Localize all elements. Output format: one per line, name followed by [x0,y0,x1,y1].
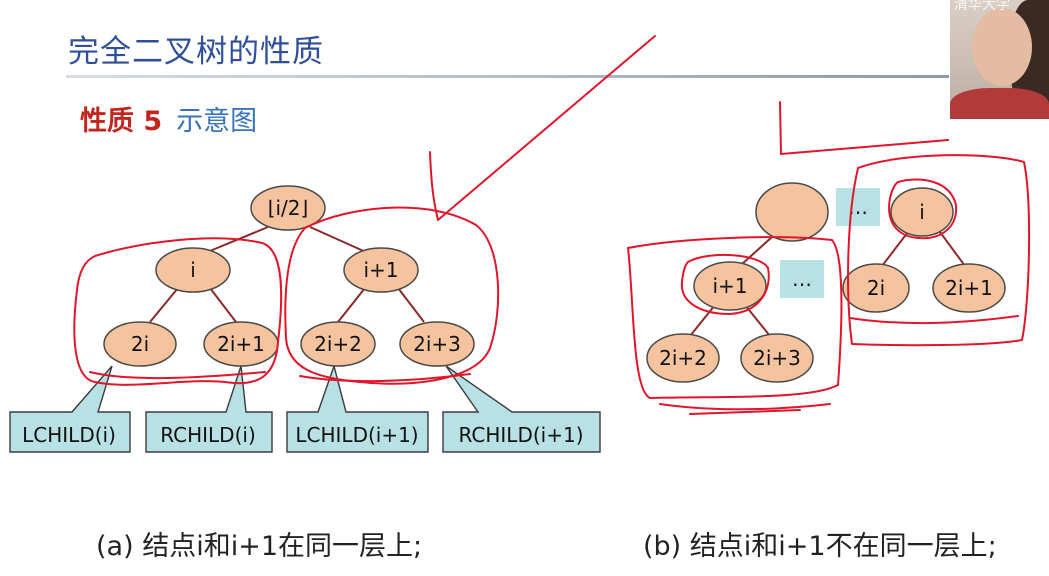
ellipsis-mid-label: … [792,267,812,291]
node-a-2i-label: 2i [131,332,149,356]
webcam-overlay: 清华大学 [950,0,1049,119]
node-b-2i-label: 2i [867,276,885,300]
edge-a-i1-2i2 [337,287,366,323]
node-a-2i1: 2i+1 [203,321,279,367]
node-b-i1: i+1 [693,261,767,311]
node-b-2i: 2i [842,263,910,313]
property-label: 性质 5 [80,106,163,137]
callout-lchild-i: LCHILD(i) [9,365,131,453]
ink-underline-right [299,373,471,383]
edge-b-i-2i [881,231,909,267]
node-a-2i2: 2i+2 [300,321,376,367]
caption-a: (a) 结点i和i+1在同一层上; [96,531,423,562]
callout-rchild-i1: RCHILD(i+1) [442,365,601,453]
node-a-2i: 2i [103,321,177,367]
node-b-2i1-label: 2i+1 [945,276,993,300]
handwritten-annotations [73,35,1031,415]
node-a-2i3-label: 2i+3 [413,332,461,356]
node-b-2i3: 2i+3 [740,333,814,383]
edge-a-i1-2i3 [397,287,425,323]
ink-circle-b-i1 [680,253,770,315]
webcam-face [972,8,1032,86]
title-divider [66,75,949,78]
node-b-2i2-label: 2i+2 [659,346,707,370]
ink-scribble-b-bottom [659,403,831,415]
node-a-2i2-label: 2i+2 [314,332,362,356]
callout-rchild-i1-label: RCHILD(i+1) [459,423,584,447]
callout-lchild-i1-label: LCHILD(i+1) [295,423,418,447]
ink-underline-b-right [849,315,1019,325]
ink-circle-right-subtree [284,206,500,385]
node-b-i1-label: i+1 [712,274,747,298]
node-b-2i2: 2i+2 [646,333,720,383]
node-a-i1-label: i+1 [363,258,398,282]
ink-bracket-top [779,101,949,155]
node-b-2i1: 2i+1 [932,263,1006,313]
edge-b-i-2i1 [939,231,966,267]
node-b-i-label: i [919,200,925,224]
ink-circle-b-i [888,178,958,240]
ink-circle-left-subtree [73,237,283,386]
callout-rchild-i: RCHILD(i) [145,365,273,453]
node-b-blank [755,182,829,242]
edge-a-i-2i1 [209,287,237,323]
node-a-i: i [155,247,231,293]
callout-rchild-i-label: RCHILD(i) [160,423,256,447]
node-a-2i1-label: 2i+1 [217,332,265,356]
ink-circle-b-left [627,236,843,399]
callout-lchild-i1: LCHILD(i+1) [286,363,429,453]
node-a-2i3: 2i+3 [399,321,475,367]
edge-a-root-i1 [309,226,369,254]
node-b-i: i [890,187,954,237]
edge-b-i1-2i2 [689,304,716,337]
slide-subtitle: 性质 5 示意图 [80,99,257,138]
property-desc: 示意图 [176,106,258,137]
ink-tick-mark [429,35,656,221]
node-b-2i3-label: 2i+3 [753,346,801,370]
caption-b: (b) 结点i和i+1不在同一层上; [643,531,997,562]
node-a-i-label: i [190,258,196,282]
node-a-i1: i+1 [343,247,419,293]
node-a-root: ⌊i/2⌋ [250,185,326,231]
diagram-b-edges [689,231,966,337]
slide-title: 完全二叉树的性质 [68,34,324,70]
webcam-watermark: 清华大学 [954,0,1010,13]
ellipsis-box-mid: … [780,260,824,298]
edge-a-i-2i [149,287,179,323]
ink-underline-left [89,371,266,380]
node-a-root-label: ⌊i/2⌋ [268,196,309,220]
ellipsis-box-top: … [836,188,880,226]
ink-circle-b-right [847,154,1031,347]
webcam-shirt [950,88,1049,119]
edge-b-blank-i1 [741,236,773,265]
callout-lchild-i-label: LCHILD(i) [22,423,116,447]
